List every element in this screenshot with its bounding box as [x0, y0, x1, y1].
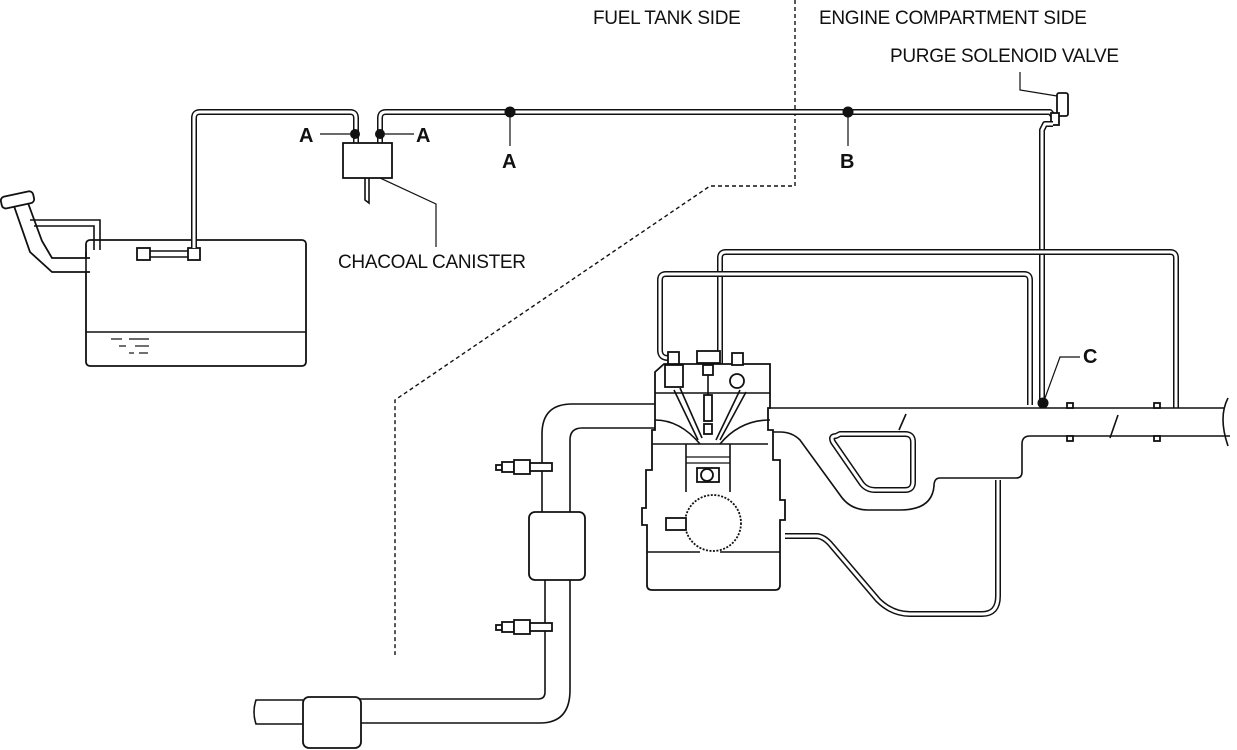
purge-valve-leader-line	[1019, 72, 1058, 97]
connection-point-a1	[350, 129, 360, 139]
engine	[641, 350, 786, 591]
connection-label-c: C	[1083, 346, 1097, 368]
rear-oxygen-sensor	[495, 619, 553, 635]
muffler	[302, 696, 362, 749]
catalytic-converter	[528, 511, 586, 581]
connection-label-a2: A	[416, 125, 430, 147]
purge-solenoid-valve	[1050, 92, 1069, 126]
canister-leader-line	[379, 177, 437, 247]
fuel-tank	[85, 239, 307, 367]
connection-point-b	[842, 106, 854, 118]
charcoal-canister-label: CHACOAL CANISTER	[338, 252, 526, 273]
tail-pipe	[253, 699, 303, 725]
rollover-valve	[136, 247, 201, 261]
connection-point-a3	[504, 106, 516, 118]
intake-duct	[760, 397, 1230, 511]
filler-neck	[0, 190, 101, 273]
side-divider-line	[394, 0, 796, 655]
resonator-loop	[829, 431, 916, 493]
engine-compartment-side-label: ENGINE COMPARTMENT SIDE	[819, 8, 1087, 29]
charcoal-canister	[342, 142, 393, 205]
purge-solenoid-valve-label: PURGE SOLENOID VALVE	[890, 46, 1119, 67]
connection-point-c	[1037, 397, 1049, 409]
connection-label-a3: A	[502, 151, 516, 173]
connection-point-a2	[375, 129, 385, 139]
connection-label-b: B	[840, 151, 854, 173]
fuel-tank-side-label: FUEL TANK SIDE	[593, 8, 741, 29]
front-oxygen-sensor	[495, 459, 553, 475]
connection-label-a1: A	[299, 125, 313, 147]
